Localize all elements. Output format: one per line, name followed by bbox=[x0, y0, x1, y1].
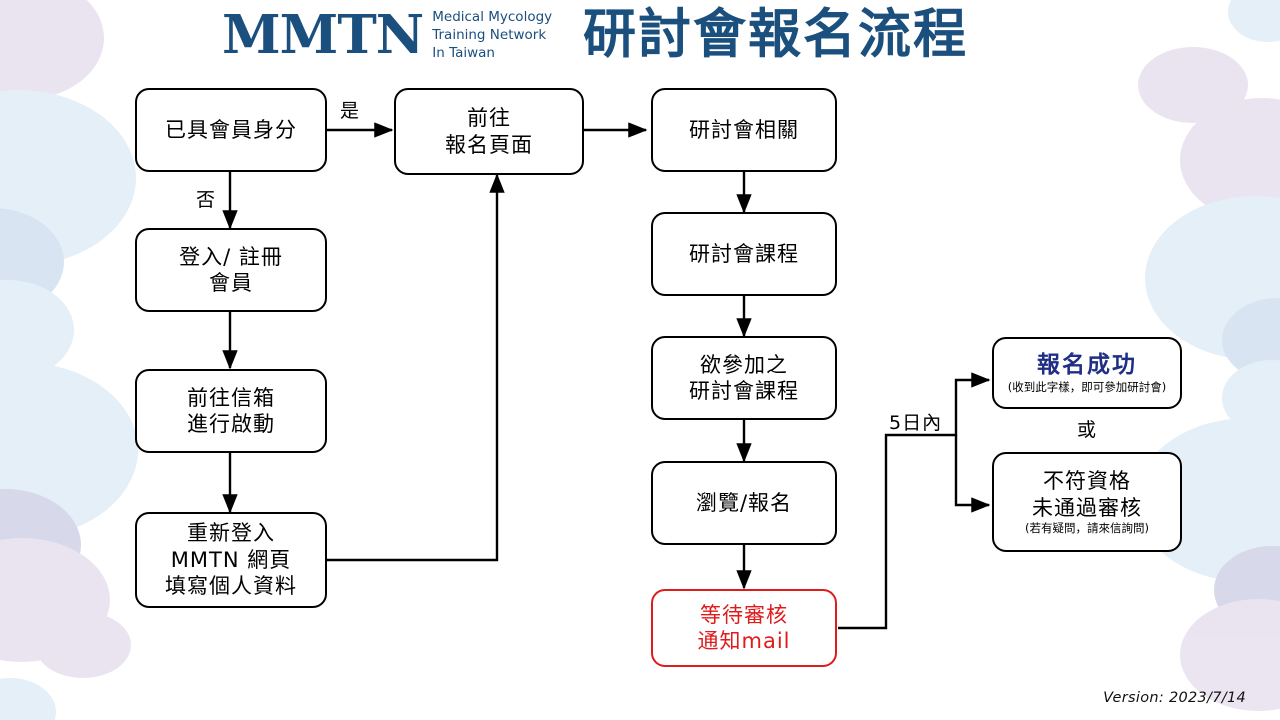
node-rejected-line-1: 不符資格 bbox=[1043, 469, 1131, 494]
node-activate-mail[interactable]: 前往信箱 進行啟動 bbox=[135, 369, 327, 453]
node-goto-signup-line-1: 前往 bbox=[467, 106, 511, 131]
edge-label-no: 否 bbox=[196, 189, 217, 211]
node-success-note: (收到此字樣，即可參加研討會) bbox=[1007, 379, 1167, 394]
node-relogin-form-line-2: MMTN 網頁 bbox=[170, 547, 292, 572]
node-goto-signup[interactable]: 前往 報名頁面 bbox=[394, 88, 584, 175]
node-seminar-info-line-1: 研討會相關 bbox=[689, 117, 799, 142]
node-relogin-form[interactable]: 重新登入 MMTN 網頁 填寫個人資料 bbox=[135, 512, 327, 608]
mmtn-logo: MMTN Medical Mycology Training Network I… bbox=[222, 8, 552, 63]
node-success[interactable]: 報名成功 (收到此字樣，即可參加研討會) bbox=[992, 337, 1182, 409]
edge-await-to-success bbox=[838, 372, 991, 630]
node-desired-course-line-1: 欲參加之 bbox=[700, 352, 788, 377]
node-login-register-line-1: 登入/ 註冊 bbox=[179, 244, 283, 269]
node-await-review-line-2: 通知mail bbox=[697, 629, 791, 653]
node-seminar-course[interactable]: 研討會課程 bbox=[651, 212, 837, 296]
node-await-review[interactable]: 等待審核 通知mail bbox=[651, 589, 837, 667]
node-rejected[interactable]: 不符資格 未通過審核 (若有疑問，請來信詢問) bbox=[992, 452, 1182, 552]
edge-relogin-to-signup bbox=[327, 173, 505, 562]
node-success-headline: 報名成功 bbox=[1037, 352, 1137, 379]
version-label: Version: 2023/7/14 bbox=[1103, 690, 1246, 706]
node-rejected-note: (若有疑問，請來信詢問) bbox=[1025, 521, 1149, 536]
node-browse-signup-line-1: 瀏覽/報名 bbox=[695, 490, 793, 515]
node-activate-mail-line-1: 前往信箱 bbox=[187, 385, 275, 410]
node-seminar-course-line-1: 研討會課程 bbox=[689, 241, 799, 266]
node-goto-signup-line-2: 報名頁面 bbox=[445, 132, 533, 157]
node-activate-mail-line-2: 進行啟動 bbox=[187, 412, 275, 436]
node-desired-course[interactable]: 欲參加之 研討會課程 bbox=[651, 336, 837, 420]
page-title: 研討會報名流程 bbox=[583, 4, 968, 65]
logo-subtitle-line-2: Training Network bbox=[432, 27, 547, 44]
node-await-review-line-1: 等待審核 bbox=[700, 602, 788, 627]
node-relogin-form-line-1: 重新登入 bbox=[187, 521, 275, 546]
node-seminar-info[interactable]: 研討會相關 bbox=[651, 88, 837, 172]
page-header: MMTN Medical Mycology Training Network I… bbox=[0, 0, 1280, 82]
edge-label-yes: 是 bbox=[340, 100, 361, 122]
logo-subtitle-line-1: Medical Mycology bbox=[432, 9, 553, 25]
node-rejected-line-2: 未通過審核 bbox=[1032, 495, 1142, 520]
node-browse-signup[interactable]: 瀏覽/報名 bbox=[651, 461, 837, 545]
node-login-register-line-2: 會員 bbox=[209, 271, 253, 295]
edge-label-within-5-days: 5日內 bbox=[889, 412, 943, 434]
node-relogin-form-line-3: 填寫個人資料 bbox=[165, 574, 297, 599]
node-member-status[interactable]: 已具會員身分 bbox=[135, 88, 327, 172]
logo-subtitle: Medical Mycology Training Network In Tai… bbox=[432, 8, 552, 63]
node-member-status-line-1: 已具會員身分 bbox=[165, 117, 297, 142]
edge-await-to-rejected bbox=[954, 435, 991, 513]
logo-wordmark: MMTN bbox=[222, 3, 424, 66]
node-login-register[interactable]: 登入/ 註冊 會員 bbox=[135, 228, 327, 312]
logo-subtitle-line-3: In Taiwan bbox=[432, 45, 495, 62]
edge-label-or: 或 bbox=[1077, 419, 1098, 441]
node-desired-course-line-2: 研討會課程 bbox=[689, 379, 799, 403]
